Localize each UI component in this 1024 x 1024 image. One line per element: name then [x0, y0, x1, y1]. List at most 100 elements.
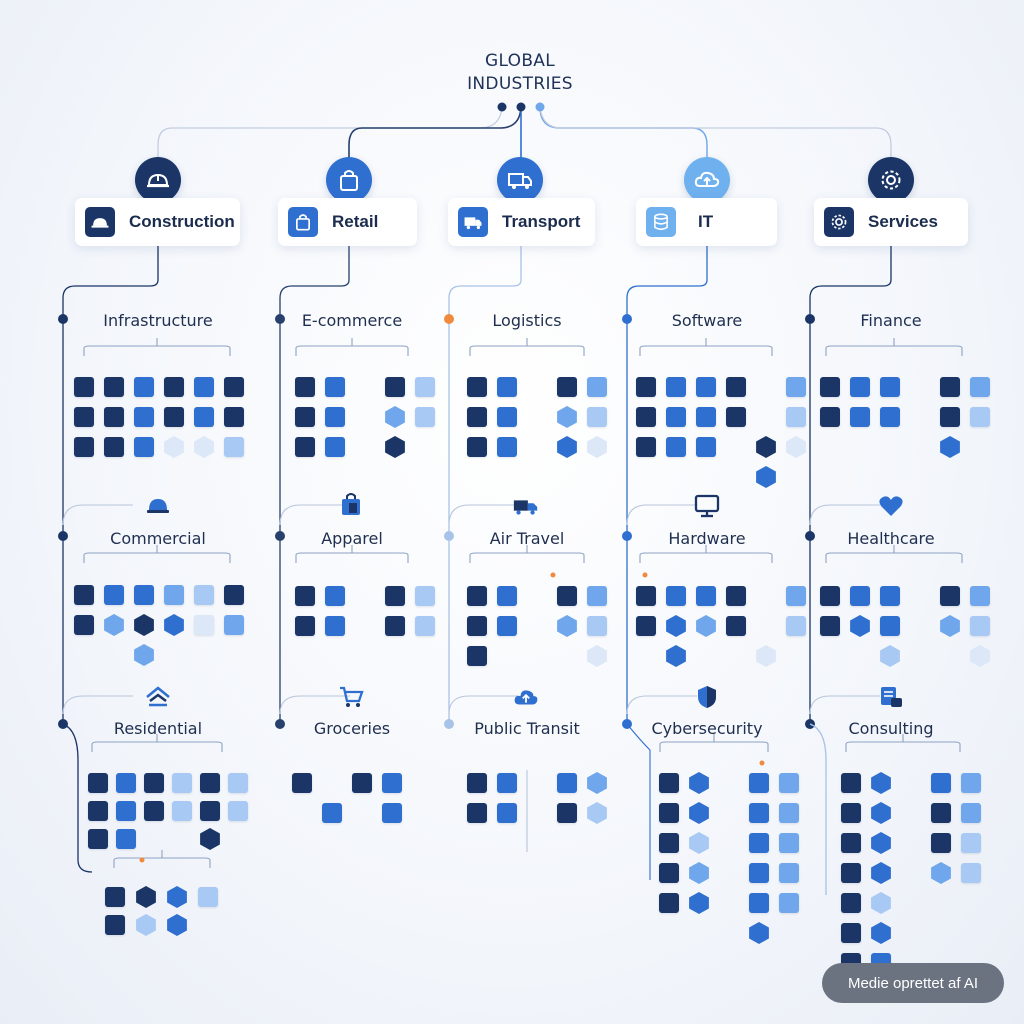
square-node — [961, 833, 981, 853]
square-node — [659, 833, 679, 853]
hexagon-node — [871, 832, 891, 854]
industry-circle-services — [868, 157, 914, 203]
hexagon-node — [871, 772, 891, 794]
connector-dot — [275, 531, 285, 541]
square-node — [325, 586, 345, 606]
connector-line — [809, 723, 827, 895]
square-node — [841, 833, 861, 853]
square-node — [696, 586, 716, 606]
sub-label-hardware: Hardware — [668, 529, 746, 548]
hexagon-node — [134, 644, 154, 666]
connector-line — [539, 106, 892, 157]
square-node — [931, 803, 951, 823]
square-node — [786, 586, 806, 606]
industry-label: Services — [868, 212, 938, 231]
industry-card-services[interactable]: Services — [814, 198, 968, 246]
connector-dot — [275, 719, 285, 729]
square-node — [820, 616, 840, 636]
square-node — [467, 377, 487, 397]
root-title-line2: INDUSTRIES — [467, 74, 573, 94]
square-node — [850, 407, 870, 427]
square-node — [415, 407, 435, 427]
hexagon-node — [164, 614, 184, 636]
hexagon-node — [134, 614, 154, 636]
connector-line — [639, 545, 773, 563]
hexagon-node — [587, 436, 607, 458]
square-node — [726, 616, 746, 636]
square-node — [325, 616, 345, 636]
square-node — [587, 377, 607, 397]
square-node — [385, 377, 405, 397]
hard-hat-icon — [144, 491, 172, 519]
hexagon-node — [385, 406, 405, 428]
square-node — [557, 586, 577, 606]
sub-label-infrastructure: Infrastructure — [103, 311, 213, 330]
industry-card-construction[interactable]: Construction — [75, 198, 240, 246]
truck-icon — [508, 173, 532, 189]
industry-card-it[interactable]: IT — [636, 198, 777, 246]
hexagon-node — [557, 615, 577, 637]
square-node — [749, 803, 769, 823]
connector-line — [825, 338, 963, 356]
hexagon-node — [850, 615, 870, 637]
cloud-upload-icon — [694, 171, 720, 187]
hexagon-node — [200, 828, 220, 850]
square-node — [497, 803, 517, 823]
shopping-cart-icon — [337, 683, 365, 711]
connector-dot — [275, 314, 285, 324]
connector-dot — [535, 102, 545, 112]
square-node — [587, 586, 607, 606]
hexagon-node — [689, 862, 709, 884]
industry-card-transport[interactable]: Transport — [448, 198, 595, 246]
square-node — [749, 773, 769, 793]
square-node — [779, 893, 799, 913]
square-node — [786, 407, 806, 427]
square-node — [636, 616, 656, 636]
hexagon-node — [786, 436, 806, 458]
connector-dot — [642, 572, 648, 578]
connector-dot — [759, 760, 765, 766]
truck-icon — [512, 492, 540, 520]
connector-line — [348, 106, 522, 157]
shopping-bag-icon — [340, 170, 358, 191]
square-node — [352, 773, 372, 793]
hexagon-node — [871, 862, 891, 884]
truck-icon — [458, 207, 488, 237]
square-node — [415, 586, 435, 606]
connector-line — [83, 338, 231, 356]
square-node — [467, 437, 487, 457]
square-node — [385, 616, 405, 636]
hexagon-node — [871, 922, 891, 944]
square-node — [295, 407, 315, 427]
square-node — [666, 586, 686, 606]
hexagon-node — [666, 645, 686, 667]
square-node — [696, 437, 716, 457]
square-node — [295, 377, 315, 397]
square-node — [104, 407, 124, 427]
connector-dot — [622, 531, 632, 541]
industry-card-retail[interactable]: Retail — [278, 198, 417, 246]
square-node — [200, 801, 220, 821]
hexagon-node — [557, 406, 577, 428]
connector-line — [279, 504, 350, 526]
square-node — [726, 586, 746, 606]
connector-line — [83, 545, 231, 563]
square-node — [841, 803, 861, 823]
square-node — [104, 585, 124, 605]
hexagon-node — [136, 914, 156, 936]
square-node — [636, 437, 656, 457]
square-node — [134, 377, 154, 397]
connector-line — [539, 106, 708, 157]
square-node — [74, 615, 94, 635]
square-node — [557, 773, 577, 793]
square-node — [198, 887, 218, 907]
gear-icon — [824, 207, 854, 237]
hexagon-node — [689, 802, 709, 824]
connector-line — [626, 504, 697, 526]
sub-label-groceries: Groceries — [313, 719, 391, 738]
connector-dot — [805, 531, 815, 541]
square-node — [659, 893, 679, 913]
hexagon-node — [970, 645, 990, 667]
industry-label: Retail — [332, 212, 379, 231]
connector-dot — [622, 314, 632, 324]
